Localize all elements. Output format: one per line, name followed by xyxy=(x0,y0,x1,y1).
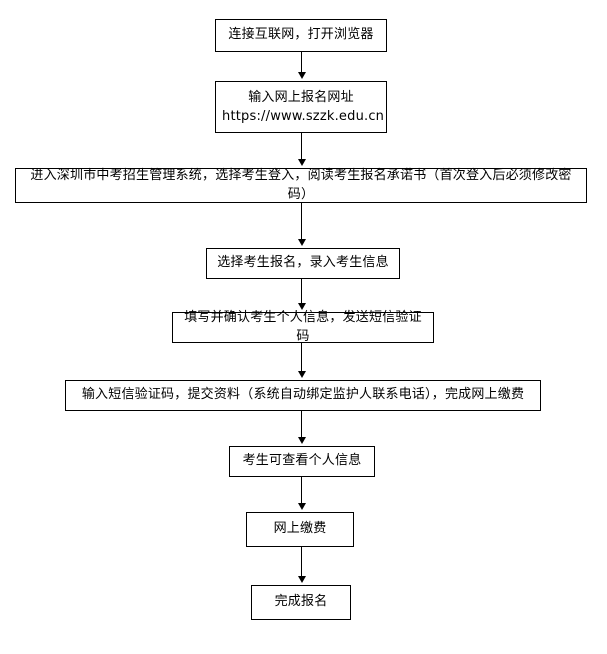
connector-step2-step3 xyxy=(301,133,302,160)
connector-step2-step3-arrowhead-icon xyxy=(297,159,306,166)
flow-node-label: 选择考生报名，录入考生信息 xyxy=(217,255,389,271)
connector-step4-step5 xyxy=(301,279,302,304)
connector-step6-step7-arrowhead-icon xyxy=(297,437,306,444)
connector-step3-step4-arrowhead-icon xyxy=(297,239,306,246)
flow-node-select-registration-enter-candidate-info: 选择考生报名，录入考生信息 xyxy=(206,248,400,279)
connector-step4-step5-arrowhead-icon xyxy=(297,303,306,310)
connector-step8-step9 xyxy=(301,547,302,577)
flow-node-label: 完成报名 xyxy=(274,594,328,610)
connector-step6-step7 xyxy=(301,411,302,438)
connector-step1-step2-arrowhead-icon xyxy=(297,72,306,79)
flow-node-registration-complete: 完成报名 xyxy=(251,585,351,620)
flow-node-label: 输入短信验证码，提交资料（系统自动绑定监护人联系电话），完成网上缴费 xyxy=(81,387,525,403)
flow-node-label: 考生可查看个人信息 xyxy=(242,453,362,469)
flow-node-enter-sms-code-submit-pay-online: 输入短信验证码，提交资料（系统自动绑定监护人联系电话），完成网上缴费 xyxy=(65,380,541,411)
connector-step5-step6 xyxy=(301,343,302,372)
flow-node-label: 连接互联网，打开浏览器 xyxy=(228,27,374,43)
flow-node-enter-admission-system-read-commitment: 进入深圳市中考招生管理系统，选择考生登入，阅读考生报名承诺书（首次登入后必须修改… xyxy=(15,168,587,203)
flow-node-label: 填写并确认考生个人信息，发送短信验证码 xyxy=(184,309,422,344)
flow-node-label: 输入网上报名网址 https://www.szzk.edu.cn xyxy=(222,89,385,125)
flow-node-confirm-personal-info-send-sms-code: 填写并确认考生个人信息，发送短信验证码 xyxy=(172,310,434,344)
flow-node-online-payment: 网上缴费 xyxy=(246,512,354,547)
connector-step7-step8 xyxy=(301,477,302,504)
flow-node-label: 进入深圳市中考招生管理系统，选择考生登入，阅读考生报名承诺书（首次登入后必须修改… xyxy=(30,167,572,202)
flow-node-candidate-view-personal-info: 考生可查看个人信息 xyxy=(229,446,375,477)
flow-node-connect-internet-open-browser: 连接互联网，打开浏览器 xyxy=(215,19,387,52)
flow-node-label: 网上缴费 xyxy=(273,521,327,537)
connector-step8-step9-arrowhead-icon xyxy=(297,576,306,583)
connector-step1-step2 xyxy=(301,52,302,73)
flow-node-enter-registration-website: 输入网上报名网址 https://www.szzk.edu.cn xyxy=(215,81,387,133)
connector-step3-step4 xyxy=(301,203,302,240)
connector-step5-step6-arrowhead-icon xyxy=(297,371,306,378)
connector-step7-step8-arrowhead-icon xyxy=(297,503,306,510)
